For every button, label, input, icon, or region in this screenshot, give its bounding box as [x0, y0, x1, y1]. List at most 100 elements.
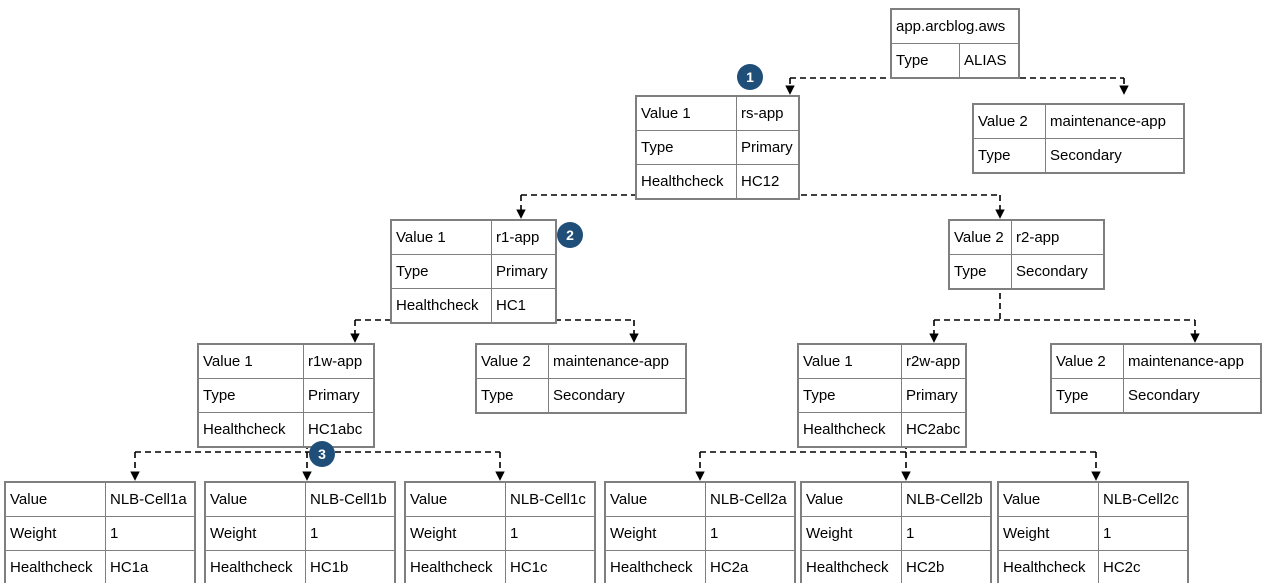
record-value-cell: 1	[105, 516, 195, 551]
record-value-cell: NLB-Cell2c	[1098, 482, 1188, 517]
record-value-cell: HC1	[491, 288, 556, 323]
record-value-cell: NLB-Cell1b	[305, 482, 395, 517]
record-key-cell: Weight	[998, 516, 1099, 551]
record-key-cell: Type	[891, 43, 960, 78]
record-value-cell: Primary	[736, 130, 799, 165]
record-value-cell: r2-app	[1011, 220, 1104, 255]
record-key-cell: Value	[998, 482, 1099, 517]
record-key-cell: Weight	[5, 516, 106, 551]
step-badge-1: 1	[737, 64, 763, 90]
record-key-cell: Type	[391, 254, 492, 289]
record-value-cell: NLB-Cell1a	[105, 482, 195, 517]
record-value-cell: HC2abc	[901, 412, 966, 447]
record-key-cell: Value	[801, 482, 902, 517]
record-value-cell: 1	[705, 516, 795, 551]
record-value-cell: NLB-Cell2b	[901, 482, 991, 517]
record-key-cell: Type	[476, 378, 549, 413]
record-key-cell: Healthcheck	[5, 550, 106, 583]
record-value-cell: HC2a	[705, 550, 795, 583]
record-key-cell: Value	[605, 482, 706, 517]
record-key-cell: Type	[198, 378, 304, 413]
record-value-cell: HC1b	[305, 550, 395, 583]
record-value-cell: HC2c	[1098, 550, 1188, 583]
record-value-cell: HC1a	[105, 550, 195, 583]
record-key-cell: Healthcheck	[405, 550, 506, 583]
record-value-cell: NLB-Cell1c	[505, 482, 595, 517]
record-key-cell: Healthcheck	[636, 164, 737, 199]
record-key-cell: Healthcheck	[605, 550, 706, 583]
record-value-cell: 1	[305, 516, 395, 551]
record-name-cell: app.arcblog.aws	[891, 9, 1019, 44]
record-value-cell: NLB-Cell2a	[705, 482, 795, 517]
record-value-cell: r1-app	[491, 220, 556, 255]
record-key-cell: Type	[636, 130, 737, 165]
record-value-cell: Primary	[901, 378, 966, 413]
step-badge-2: 2	[557, 222, 583, 248]
record-key-cell: Value 1	[798, 344, 902, 379]
record-value-cell: rs-app	[736, 96, 799, 131]
record-key-cell: Weight	[405, 516, 506, 551]
record-value-cell: HC1c	[505, 550, 595, 583]
record-key-cell: Value	[205, 482, 306, 517]
record-key-cell: Value 2	[973, 104, 1046, 139]
record-key-cell: Weight	[205, 516, 306, 551]
record-key-cell: Healthcheck	[391, 288, 492, 323]
record-value-cell: Secondary	[548, 378, 686, 413]
record-value-cell: 1	[901, 516, 991, 551]
record-key-cell: Type	[1051, 378, 1124, 413]
record-value-cell: r2w-app	[901, 344, 966, 379]
record-key-cell: Healthcheck	[801, 550, 902, 583]
record-value-cell: Secondary	[1045, 138, 1184, 173]
record-key-cell: Weight	[605, 516, 706, 551]
record-key-cell: Value 2	[476, 344, 549, 379]
record-key-cell: Healthcheck	[198, 412, 304, 447]
record-key-cell: Weight	[801, 516, 902, 551]
record-value-cell: Primary	[303, 378, 374, 413]
record-value-cell: 1	[1098, 516, 1188, 551]
record-key-cell: Type	[798, 378, 902, 413]
record-key-cell: Type	[949, 254, 1012, 289]
record-value-cell: Secondary	[1011, 254, 1104, 289]
record-key-cell: Value 1	[636, 96, 737, 131]
record-key-cell: Value 2	[949, 220, 1012, 255]
record-key-cell: Type	[973, 138, 1046, 173]
